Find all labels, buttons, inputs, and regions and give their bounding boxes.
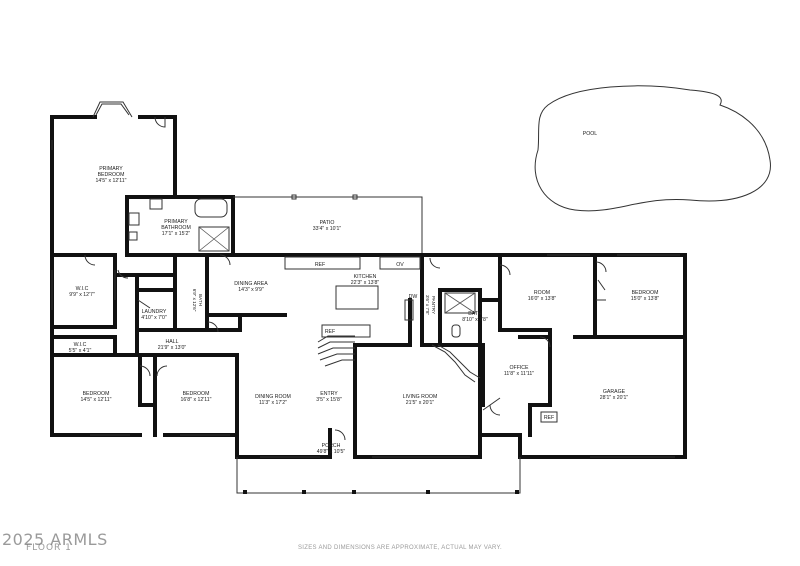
bedroom-2-dims: 16'8" x 12'11" — [181, 397, 212, 403]
pantry-dims: 3'6" x 7'8" — [425, 295, 430, 315]
kitchen-island — [335, 285, 379, 310]
patio-name: PATIO — [320, 220, 335, 226]
laundry-name: LAUNDRY — [142, 309, 167, 315]
bedroom-right-name: BEDROOM — [632, 290, 659, 296]
laundry-dims: 4'10" x 7'0" — [141, 315, 167, 321]
office-dims: 11'8" x 11'11" — [504, 371, 534, 377]
dw-label: DW — [409, 294, 418, 300]
bath-left-name: BATH — [198, 294, 203, 306]
dining-room-name: DINING ROOM — [255, 394, 291, 400]
bedroom-right-dims: 15'0" x 13'8" — [631, 296, 660, 302]
dining-area-name: DINING AREA — [234, 281, 268, 287]
patio-dims: 33'4" x 10'1" — [313, 226, 342, 232]
watermark: 2025 ARMLS — [2, 530, 108, 549]
dining-area-dims: 14'3" x 9'9" — [238, 287, 264, 293]
living-room-dims: 21'5" x 20'1" — [406, 400, 435, 406]
ref-kitchen-label: REF — [315, 262, 325, 268]
porch-dims: 49'8" x 10'5" — [317, 449, 346, 455]
primary-bedroom-name1: PRIMARY — [99, 166, 123, 172]
ref-garage-label: REF — [544, 415, 554, 421]
room-dims: 16'0" x 13'8" — [528, 296, 557, 302]
pool-name: POOL — [583, 131, 598, 137]
disclaimer: SIZES AND DIMENSIONS ARE APPROXIMATE, AC… — [297, 545, 503, 551]
wic-lower-name: W.I.C — [74, 342, 87, 348]
ov-label: OV — [396, 262, 404, 268]
wic-lower-dims: 5'5" x 4'1" — [69, 348, 92, 354]
entry-name: ENTRY — [320, 391, 338, 397]
wic-upper-name: W.I.C — [76, 286, 89, 292]
porch-outline — [236, 457, 521, 494]
porch-name: PORCH — [322, 443, 341, 449]
bath-right-name: BATH — [468, 311, 482, 317]
kitchen-dims: 22'3" x 13'8" — [351, 280, 380, 286]
primary-bedroom-dims: 14'5" x 12'11" — [96, 178, 127, 184]
living-room-name: LIVING ROOM — [403, 394, 438, 400]
hall-dims: 21'9" x 13'0" — [158, 345, 187, 351]
bath-left-dims: 6'9" x 12'6" — [192, 289, 197, 312]
kitchen-name: KITCHEN — [354, 274, 377, 280]
bathtub — [194, 198, 228, 218]
shower — [198, 226, 230, 252]
garage-dims: 28'1" x 20'1" — [600, 395, 629, 401]
hall-name: HALL — [166, 339, 179, 345]
wic-upper-dims: 9'9" x 12'7" — [69, 292, 95, 298]
garage-name: GARAGE — [603, 389, 626, 395]
pool-outline — [534, 85, 771, 212]
stairs — [317, 335, 481, 383]
ref-island-label: REF — [325, 329, 335, 335]
dining-room-dims: 11'3" x 17'2" — [259, 400, 287, 406]
primary-bathroom-name1: PRIMARY — [164, 219, 188, 225]
primary-bedroom-walls — [50, 115, 177, 257]
primary-door-arc — [154, 116, 166, 128]
bay-window — [92, 101, 133, 118]
floor-label: FLOOR 1 — [26, 543, 72, 553]
bedroom-2-name: BEDROOM — [183, 391, 210, 397]
office-name: OFFICE — [509, 365, 529, 371]
bedroom-1-name: BEDROOM — [83, 391, 110, 397]
primary-bedroom-name2: BEDROOM — [98, 172, 125, 178]
primary-bathroom-name2: BATHROOM — [161, 225, 191, 231]
bath-right-dims: 8'10" x 7'8" — [462, 317, 488, 323]
bedroom-1-dims: 14'5" x 12'11" — [81, 397, 112, 403]
pantry-name: PANTRY — [431, 296, 436, 314]
entry-dims: 3'5" x 15'8" — [316, 397, 342, 403]
primary-bathroom-dims: 17'1" x 15'2" — [162, 231, 191, 237]
room-name: ROOM — [534, 290, 550, 296]
